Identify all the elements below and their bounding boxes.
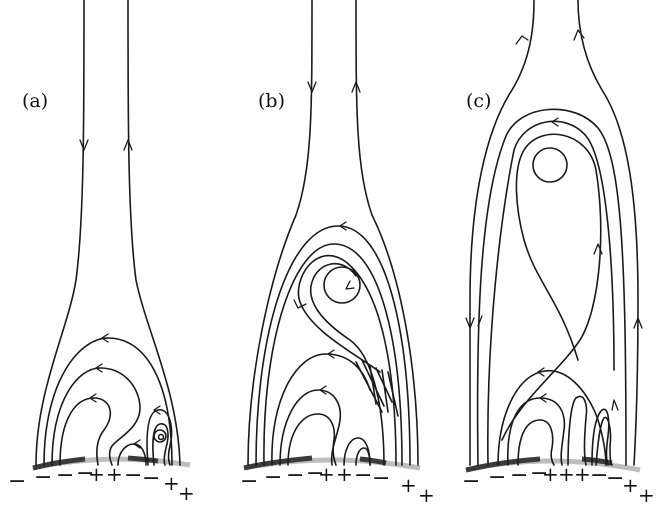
- panel-b-field-lines: [248, 0, 418, 465]
- panel-c-label: (c): [466, 90, 491, 112]
- panel-a-sign: +: [106, 462, 123, 486]
- panel-c-sign: −: [510, 463, 528, 488]
- panel-b-sign: +: [336, 462, 353, 486]
- panel-b-sign: −: [286, 463, 304, 488]
- panel-a-sign: −: [34, 465, 52, 490]
- panel-a-label: (a): [22, 90, 48, 112]
- panel-a-field-lines: [36, 0, 180, 465]
- panel-b-label: (b): [258, 90, 285, 112]
- panel-b-sign: −: [240, 469, 258, 494]
- panel-b-sign: +: [318, 462, 335, 486]
- panel-b: (b): [240, 0, 435, 507]
- panel-c-sign: −: [462, 469, 480, 494]
- panel-c-sign: +: [574, 462, 591, 486]
- panel-c-sign: +: [638, 483, 655, 507]
- panel-a-sign: −: [56, 463, 74, 488]
- panel-a-sign: +: [88, 462, 105, 486]
- panel-a: (a): [8, 0, 195, 505]
- panel-a-polarity-signs: − − − − + + − − + +: [8, 461, 195, 505]
- panel-b-sign: −: [354, 463, 372, 488]
- panel-c-sign: −: [488, 465, 506, 490]
- panel-a-sign: +: [178, 481, 195, 505]
- panel-c-sign: +: [622, 473, 639, 497]
- panel-b-sign: −: [372, 466, 390, 491]
- panel-a-sign: −: [8, 469, 26, 494]
- panel-c-sign: +: [558, 462, 575, 486]
- panel-c-sign: +: [542, 462, 559, 486]
- panel-b-sign: +: [400, 473, 417, 497]
- panel-b-sign: +: [418, 483, 435, 507]
- panel-a-arrows: [80, 140, 160, 448]
- panel-c-arrows: [466, 30, 642, 410]
- panel-c: (c): [462, 0, 655, 507]
- panel-b-sign: −: [264, 465, 282, 490]
- panel-c-field-lines: [470, 0, 638, 465]
- panel-b-arrows: [294, 82, 360, 394]
- panel-a-sign: −: [142, 466, 160, 491]
- panel-a-sign: −: [124, 463, 142, 488]
